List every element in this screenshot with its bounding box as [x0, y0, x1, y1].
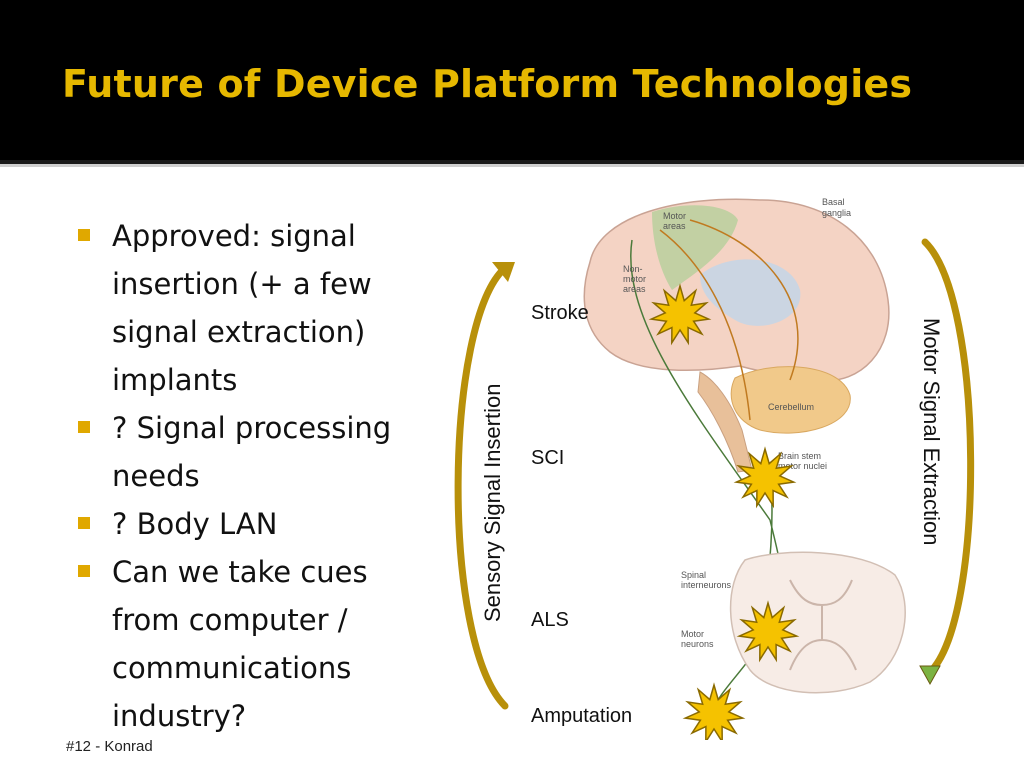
bullet-marker-icon [78, 229, 90, 241]
pathway-line [689, 219, 799, 381]
sensory-arrow-head-icon [492, 262, 515, 282]
title-divider [0, 160, 1024, 164]
motor-areas-region [652, 205, 738, 290]
condition-label-stroke: Stroke [531, 302, 589, 324]
condition-label-amputation: Amputation [531, 705, 632, 727]
nervous-system-diagram: Sensory Signal Insertion Motor Signal Ex… [454, 197, 975, 740]
sensory-signal-label: Sensory Signal Insertion [480, 384, 505, 622]
condition-label-als: ALS [531, 609, 569, 631]
bullet-item: ? Body LAN [78, 500, 438, 548]
condition-label-sci: SCI [531, 447, 564, 469]
motor-signal-label: Motor Signal Extraction [919, 318, 944, 545]
sensory-arrow-icon [454, 264, 509, 710]
title-divider-highlight [0, 164, 1024, 167]
slide-footer: #12 - Konrad [66, 738, 153, 755]
bullet-list: Approved: signal insertion (+ a few sign… [78, 212, 438, 740]
spinal-grey-matter [789, 579, 857, 671]
lesion-burst-icon-amputation [682, 682, 746, 740]
bullet-item: Can we take cues from computer / communi… [78, 548, 438, 740]
lesion-burst-icon-als [736, 600, 800, 663]
brain-stem-region [697, 371, 753, 473]
cerebellum-label: Cerebellum [768, 402, 814, 412]
cerebellum-region [730, 366, 851, 434]
bullet-item: Approved: signal insertion (+ a few sign… [78, 212, 438, 404]
bullet-marker-icon [78, 421, 90, 433]
motor-arrow-head-icon [919, 665, 941, 686]
bullet-text: Can we take cues from computer / communi… [112, 555, 368, 733]
pathway-line [659, 229, 751, 421]
slide-title: Future of Device Platform Technologies [62, 62, 913, 106]
basal-ganglia-region [700, 259, 801, 326]
bullet-marker-icon [78, 517, 90, 529]
bullet-text: ? Signal processing needs [112, 411, 392, 493]
motor-arrow-icon [921, 238, 975, 676]
title-bar: Future of Device Platform Technologies [0, 0, 1024, 160]
lesion-burst-icon-stroke [648, 283, 712, 346]
bullet-text: Approved: signal insertion (+ a few sign… [112, 219, 372, 397]
bullet-item: ? Signal processing needs [78, 404, 438, 500]
bullet-text: ? Body LAN [112, 507, 278, 541]
lesion-burst-icon-sci [733, 446, 797, 509]
bullet-marker-icon [78, 565, 90, 577]
